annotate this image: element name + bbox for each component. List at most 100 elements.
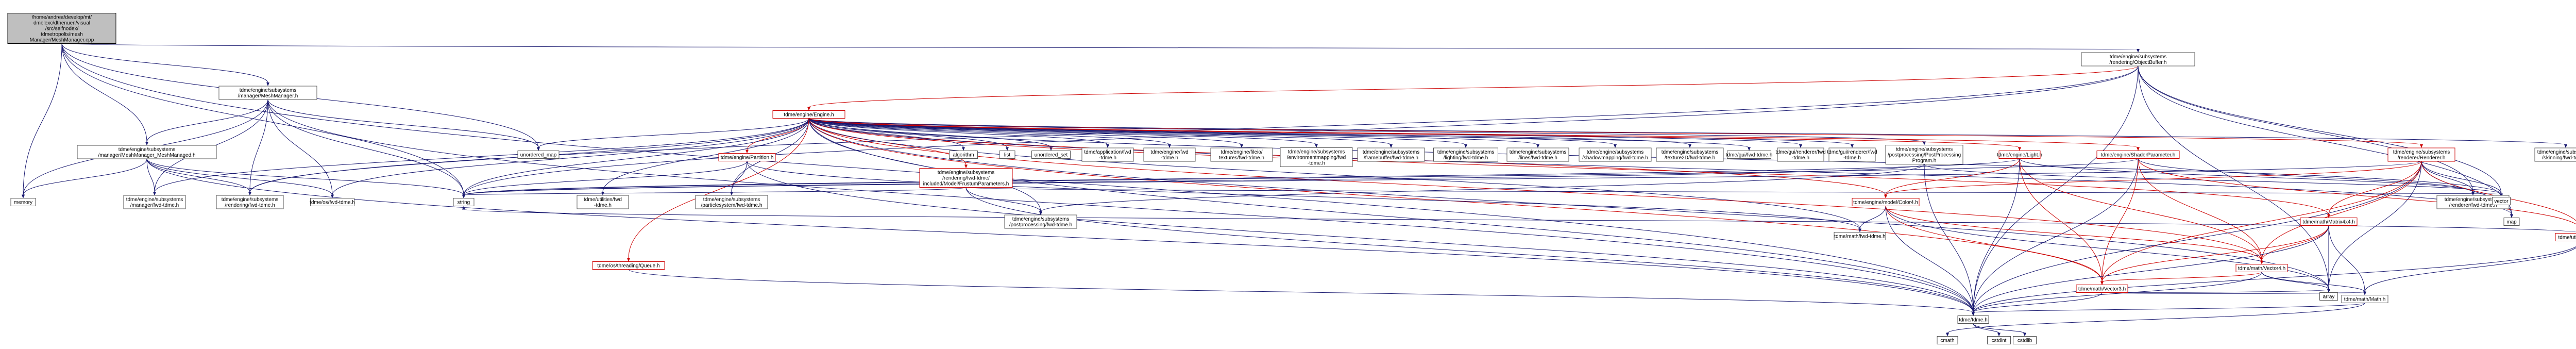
node-mmmm[interactable]: tdme/engine/subsystems/manager/MeshManag… (77, 145, 217, 159)
edge-shaderparams-to-vector3 (2102, 158, 2139, 282)
node-envmap[interactable]: tdme/engine/subsystems/environmentmappin… (1280, 147, 1353, 167)
node-mutex[interactable]: tdme/os/threading/Queue.h (592, 261, 665, 270)
edge-light-to-color4 (1885, 158, 2020, 195)
node-particle[interactable]: tdme/engine/subsystems/particlesystem/fw… (695, 195, 768, 209)
node-guifwd[interactable]: tdme/gui/fwd-tdme.h (1726, 151, 1773, 159)
node-label: tdme/engine/Light.h (1997, 153, 2042, 158)
node-box (1828, 147, 1876, 162)
node-distfield[interactable]: tdme/engine/subsystems/rendering/fwd-tdm… (919, 168, 1013, 188)
node-label: /texture2D/fwd-tdme.h (1665, 155, 1715, 161)
node-unordered_map[interactable]: unordered_map (517, 151, 560, 159)
edge-acc-to-engine (808, 65, 2139, 108)
node-label: unordered_set (1035, 153, 1068, 158)
edge-distfield-to-ppfwd (965, 187, 1041, 212)
node-texture2d[interactable]: tdme/engine/subsystems/texture2D/fwd-tdm… (1656, 147, 1724, 162)
node-label: /framebuffer/fwd-tdme.h (1364, 155, 1418, 161)
node-float[interactable]: tdme/utilities/Float.h (2555, 233, 2576, 241)
node-label: tdme/tdme.h (1959, 318, 1988, 323)
edge-engine-to-osfwd (332, 118, 809, 195)
node-enginefwd[interactable]: tdme/engine/fwd-tdme.h (1143, 147, 1196, 162)
node-frameb[interactable]: tdme/engine/subsystems/framebuffer/fwd-t… (1357, 147, 1425, 162)
node-label: dmelexc/dtnenuen/visual (33, 21, 90, 26)
node-label: tdme/engine/subsystems (2537, 149, 2576, 155)
node-tdme[interactable]: tdme/tdme.h (1957, 315, 1989, 324)
node-label: /particlesystem/fwd-tdme.h (701, 203, 762, 208)
node-memory[interactable]: memory (10, 198, 36, 206)
node-cmath[interactable]: cmath (1937, 336, 1958, 344)
node-algorithm[interactable]: algorithm (949, 151, 978, 159)
node-string[interactable]: string (453, 198, 474, 206)
edge-engine-to-mutex (628, 118, 809, 259)
node-vector3[interactable]: tdme/math/Vector3.h (2076, 285, 2128, 293)
node-skinning[interactable]: tdme/engine/subsystems/skinning/fwd-tdme… (2534, 147, 2576, 162)
node-matrix4x4[interactable]: tdme/math/Matrix4x4.h (2300, 218, 2358, 226)
edge-shaderparams-to-vector4 (2138, 158, 2262, 261)
node-mm[interactable]: tdme/engine/subsystems/manager/MeshManag… (218, 86, 317, 100)
edge-tdme-to-cstdlib (1973, 323, 2025, 334)
node-postproc[interactable]: tdme/engine/subsystems/postprocessing/Po… (1885, 145, 1963, 164)
node-label: array (2323, 294, 2335, 300)
node-acc[interactable]: tdme/engine/subsystems/rendering/ObjectB… (2081, 52, 2195, 67)
node-rendfwd[interactable]: tdme/gui/renderer/fwd-tdme.h (1775, 147, 1826, 162)
node-mmfwd[interactable]: tdme/engine/subsystems/manager/fwd-tdme.… (123, 195, 186, 209)
node-cstdint[interactable]: cstdint (1987, 336, 2011, 344)
node-ppfwd[interactable]: tdme/engine/subsystems/postprocessing/fw… (1004, 214, 1077, 229)
node-label: Program.h (1912, 158, 1937, 164)
edge-engine-to-skinning (808, 118, 2566, 145)
edge-engine-to-utilsfwd (602, 118, 809, 193)
edge-root-to-string (61, 43, 464, 195)
node-label: -tdme.h (594, 203, 612, 208)
node-utilsfwd[interactable]: tdme/utilities/fwd-tdme.h (577, 195, 629, 209)
edge-arrowhead (2327, 289, 2330, 293)
edge-mathh-to-tdme (1973, 303, 2365, 313)
node-vector4[interactable]: tdme/math/Vector4.h (2235, 264, 2288, 272)
node-label: /rendering/fwd-tdme/ (942, 176, 990, 181)
node-map[interactable]: map (2503, 218, 2520, 226)
node-label: memory (14, 200, 32, 206)
node-cstdlib[interactable]: cstdlib (2013, 336, 2037, 344)
node-label: tdme/engine/subsystems (222, 197, 279, 203)
node-box (1937, 336, 1958, 344)
node-fileio[interactable]: tdme/engine/fileio/textures/fwd-tdme.h (1210, 147, 1273, 162)
edge-postproc-to-ppfwd (1040, 164, 1925, 212)
node-color4[interactable]: tdme/engine/model/Color4.h (1852, 198, 1920, 206)
edge-acc-to-vector (2138, 65, 2502, 194)
node-renderer[interactable]: tdme/engine/subsystems/renderer/Renderer… (2387, 147, 2455, 162)
node-light[interactable]: tdme/engine/Light.h (1997, 151, 2042, 159)
edge-mm-to-unordered_map (267, 99, 539, 148)
node-osfwd[interactable]: tdme/os/fwd-tdme.h (310, 198, 355, 206)
edge-acc-to-array (2138, 65, 2329, 290)
node-shaderparams[interactable]: tdme/engine/ShaderParameter.h (2096, 151, 2180, 159)
edge-color4-to-tdme (1885, 206, 1974, 313)
node-array[interactable]: array (2319, 292, 2338, 301)
edge-root-to-acc (61, 43, 2139, 50)
edge-arrowhead (1997, 333, 2001, 337)
edge-arrowhead (1240, 144, 1243, 148)
node-guirend[interactable]: tdme/gui/renderer/fwd-tdme.h (1827, 147, 1877, 162)
node-partition[interactable]: tdme/engine/Partition.h (718, 153, 776, 161)
node-rendfwd2[interactable]: tdme/engine/subsystems/rendering/fwd-tdm… (216, 195, 284, 209)
node-mathfwd[interactable]: tdme/math/fwd-tdme.h (1834, 232, 1886, 240)
edge-engine-to-matrix4x4 (808, 118, 2329, 215)
node-label: unordered_map (520, 153, 557, 158)
node-lighting[interactable]: tdme/engine/subsystems/lighting/fwd-tdme… (1433, 147, 1498, 162)
node-shadowm[interactable]: tdme/engine/subsystems/shadowmapping/fwd… (1579, 147, 1652, 162)
edge-mm-to-mmmm (146, 99, 268, 143)
node-box (2235, 264, 2288, 272)
node-label: tdme/math/Vector3.h (2078, 287, 2126, 292)
edge-engine-to-fileio (808, 118, 1242, 145)
node-list[interactable]: list (999, 151, 1015, 159)
edge-engine-to-vector4 (808, 118, 2262, 261)
edge-light-to-tdme (1973, 158, 2020, 313)
node-box (577, 195, 629, 209)
node-unordered_set[interactable]: unordered_set (1031, 151, 1071, 159)
node-appfwd[interactable]: tdme/application/fwd-tdme.h (1081, 147, 1134, 162)
edge-arrowhead (1748, 147, 1751, 151)
node-lines[interactable]: tdme/engine/subsystems/lines/fwd-tdme.h (1506, 147, 1569, 162)
node-mathh[interactable]: tdme/math/Math.h (2341, 295, 2388, 303)
edge-arrowhead (1688, 144, 1691, 148)
edge-arrowhead (1851, 144, 1854, 148)
node-vector[interactable]: vector (2492, 197, 2511, 205)
edge-arrowhead (730, 192, 733, 195)
node-engine[interactable]: tdme/engine/Engine.h (772, 110, 845, 119)
